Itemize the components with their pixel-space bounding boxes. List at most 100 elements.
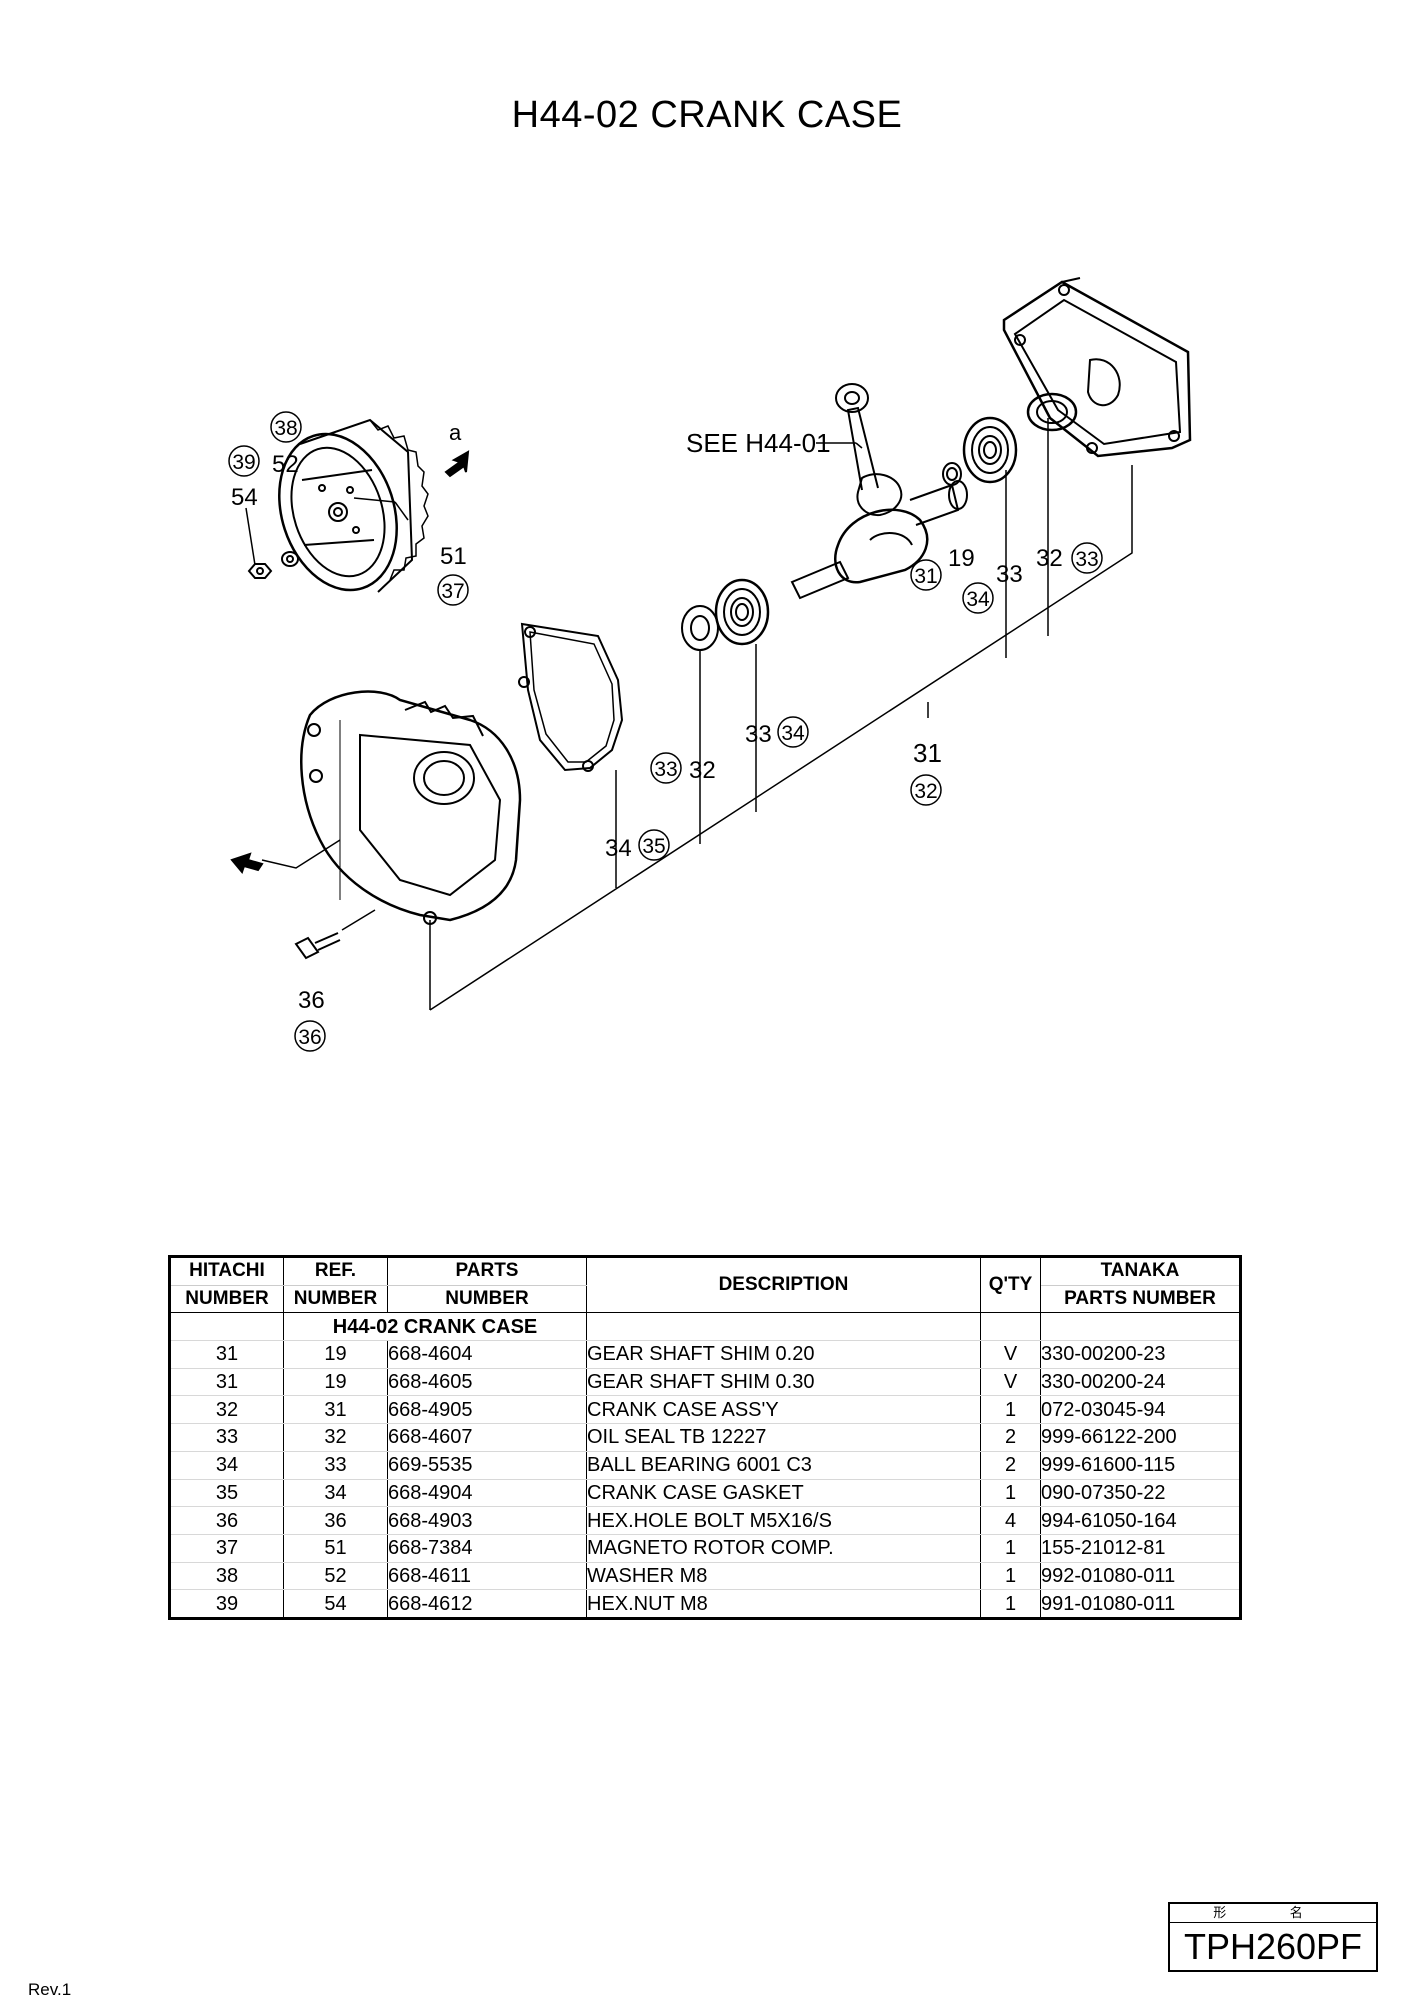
cell-qty: 1	[980, 1562, 1041, 1591]
table-row: 32 31 668-4905 CRANK CASE ASS'Y 1 072-03…	[169, 1395, 1241, 1425]
cell-parts: 668-4905	[387, 1395, 587, 1425]
bearing-right-drawing	[962, 416, 1018, 484]
section-row: H44-02 CRANK CASE	[169, 1312, 1241, 1342]
cell-tanaka: 155-21012-81	[1040, 1534, 1241, 1563]
cell-qty: 1	[980, 1589, 1041, 1619]
cell-ref: 51	[283, 1534, 388, 1563]
callout-51: 51	[440, 543, 467, 570]
callout-19: 19	[948, 545, 975, 572]
cell-qty: V	[980, 1368, 1041, 1397]
cell-qty: V	[980, 1340, 1041, 1369]
header-hitachi: HITACHI	[169, 1256, 284, 1286]
svg-text:34: 34	[781, 722, 805, 745]
callout-33-right: 33	[996, 561, 1023, 588]
bearing-left-drawing	[714, 578, 770, 646]
table-row: 38 52 668-4611 WASHER M8 1 992-01080-011	[169, 1562, 1241, 1591]
svg-text:35: 35	[642, 835, 665, 858]
oil-seal-left-drawing	[681, 605, 719, 651]
callout-31: 31	[913, 738, 942, 768]
cell-hitachi: 37	[169, 1534, 284, 1563]
header-tanaka-number: PARTS NUMBER	[1040, 1285, 1241, 1314]
magneto-rotor-drawing	[278, 418, 429, 593]
callout-34: 34	[605, 835, 632, 862]
header-qty: Q'TY	[980, 1256, 1041, 1314]
cell-qty: 1	[980, 1395, 1041, 1425]
table-row: 36 36 668-4903 HEX.HOLE BOLT M5X16/S 4 9…	[169, 1506, 1241, 1535]
leader-lines	[245, 418, 1133, 1011]
exploded-parts-diagram: SEE H44-01 a 52 54 51 19 33 32 33 31 32 …	[228, 277, 1192, 1052]
cell-hitachi: 38	[169, 1562, 284, 1591]
cell-qty: 1	[980, 1479, 1041, 1508]
cell-description: WASHER M8	[586, 1562, 981, 1591]
callout-labels: SEE H44-01 a 52 54 51 19 33 32 33 31 32 …	[231, 420, 1063, 1014]
cell-ref: 19	[283, 1340, 388, 1369]
cell-tanaka: 330-00200-23	[1040, 1340, 1241, 1369]
page-title: H44-02 CRANK CASE	[511, 94, 903, 136]
circled-34-left: 34	[777, 716, 809, 748]
shim-drawing	[942, 462, 962, 486]
revision-label: Rev.1	[28, 1980, 72, 1999]
svg-text:33: 33	[654, 758, 677, 781]
crankcase-left-drawing	[300, 690, 522, 925]
washer-nut-drawing	[247, 551, 299, 579]
arrow-a-label: a	[449, 420, 462, 445]
table-row: 34 33 669-5535 BALL BEARING 6001 C3 2 99…	[169, 1451, 1241, 1480]
cell-hitachi: 31	[169, 1368, 284, 1397]
cell-description: MAGNETO ROTOR COMP.	[586, 1534, 981, 1563]
circled-34-right: 34	[962, 582, 994, 614]
cell-ref: 32	[283, 1423, 388, 1452]
cell-tanaka: 090-07350-22	[1040, 1479, 1241, 1508]
cell-parts: 668-4611	[387, 1562, 587, 1591]
table-row: 39 54 668-4612 HEX.NUT M8 1 991-01080-01…	[169, 1589, 1241, 1619]
circled-32: 32	[910, 774, 942, 806]
cell-description: CRANK CASE GASKET	[586, 1479, 981, 1508]
circled-38: 38	[270, 411, 302, 443]
cell-hitachi: 33	[169, 1423, 284, 1452]
svg-text:37: 37	[441, 580, 464, 603]
callout-33-left: 33	[745, 721, 772, 748]
cell-tanaka: 072-03045-94	[1040, 1395, 1241, 1425]
arrow-out-icon	[230, 839, 341, 875]
cell-parts: 668-4612	[387, 1589, 587, 1619]
cell-qty: 2	[980, 1423, 1041, 1452]
callout-52: 52	[272, 451, 299, 478]
cell-ref: 54	[283, 1589, 388, 1619]
circled-39: 39	[228, 445, 260, 477]
gasket-drawing	[518, 622, 624, 772]
crankshaft-drawing	[790, 383, 968, 600]
cell-tanaka: 994-61050-164	[1040, 1506, 1241, 1535]
cell-tanaka: 992-01080-011	[1040, 1562, 1241, 1591]
bolt-drawing	[294, 909, 376, 960]
callout-32-left: 32	[689, 757, 716, 784]
svg-text:34: 34	[966, 588, 990, 611]
svg-text:36: 36	[298, 1026, 321, 1049]
cell-parts: 668-4605	[387, 1368, 587, 1397]
cell-parts: 668-4604	[387, 1340, 587, 1369]
table-row: 37 51 668-7384 MAGNETO ROTOR COMP. 1 155…	[169, 1534, 1241, 1563]
callout-32-right: 32	[1036, 545, 1063, 572]
cell-qty: 1	[980, 1534, 1041, 1563]
header-parts-number: NUMBER	[387, 1285, 587, 1314]
cell-ref: 19	[283, 1368, 388, 1397]
cell-ref: 31	[283, 1395, 388, 1425]
svg-text:39: 39	[232, 451, 255, 474]
header-parts: PARTS	[387, 1256, 587, 1286]
svg-text:32: 32	[914, 780, 937, 803]
model-box: 形 名 TPH260PF	[1168, 1902, 1378, 1972]
crankcase-right-drawing	[1002, 277, 1192, 458]
cell-parts: 668-4607	[387, 1423, 587, 1452]
cell-ref: 33	[283, 1451, 388, 1480]
circled-33-right: 33	[1071, 542, 1103, 574]
cell-tanaka: 330-00200-24	[1040, 1368, 1241, 1397]
circled-37: 37	[437, 574, 469, 606]
cell-hitachi: 35	[169, 1479, 284, 1508]
header-tanaka: TANAKA	[1040, 1256, 1241, 1286]
cell-description: HEX.NUT M8	[586, 1589, 981, 1619]
cell-parts: 668-4903	[387, 1506, 587, 1535]
table-row: 35 34 668-4904 CRANK CASE GASKET 1 090-0…	[169, 1479, 1241, 1508]
parts-table: HITACHI REF. PARTS DESCRIPTION Q'TY TANA…	[168, 1255, 1242, 1620]
model-name: TPH260PF	[1183, 1926, 1363, 1967]
cell-ref: 52	[283, 1562, 388, 1591]
circled-33-left: 33	[650, 752, 682, 784]
section-title: H44-02 CRANK CASE	[283, 1312, 587, 1342]
